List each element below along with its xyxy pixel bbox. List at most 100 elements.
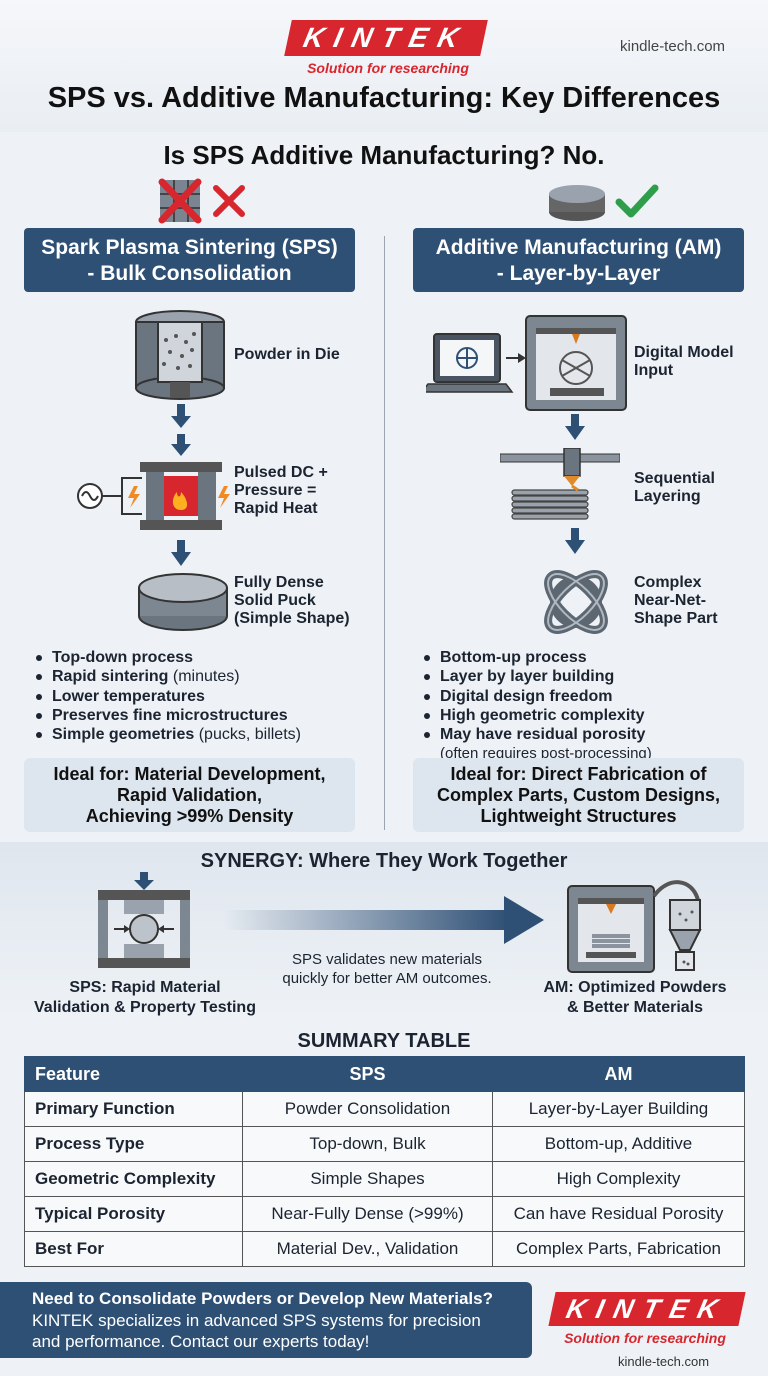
am-step2-line: Sequential (634, 470, 715, 487)
table-title: SUMMARY TABLE (297, 1030, 471, 1052)
sps-step-label: Fully Dense Solid Puck (Simple Shape) (234, 574, 350, 628)
synergy-left-line: Validation & Property Testing (34, 999, 256, 1016)
sps-step2-line: Pressure = (234, 482, 317, 499)
sps-heading-line1: Spark Plasma Sintering (SPS) (41, 236, 338, 259)
synergy-middle-line: quickly for better AM outcomes. (282, 970, 492, 987)
table-cell: Complex Parts, Fabrication (492, 1231, 745, 1267)
table-cell: Typical Porosity (24, 1196, 243, 1232)
sps-bullet-list: Top-down process Rapid sintering (minute… (28, 648, 368, 744)
column-divider (384, 236, 385, 830)
list-item: Lower temperatures (28, 687, 368, 706)
table-cell: Simple Shapes (242, 1161, 493, 1197)
question-heading: Is SPS Additive Manufacturing? No. (163, 140, 605, 170)
table-row: Primary Function Powder Consolidation La… (24, 1091, 745, 1127)
sps-ideal-line: Achieving >99% Density (85, 806, 294, 826)
puck-check-icon (549, 184, 659, 221)
table-cell: Primary Function (24, 1091, 243, 1127)
summary-table: Feature SPS AM Primary Function Powder C… (24, 1056, 745, 1267)
table-row: Geometric Complexity Simple Shapes High … (24, 1161, 745, 1197)
list-item: Simple geometries (pucks, billets) (28, 725, 368, 744)
table-cell: High Complexity (492, 1161, 745, 1197)
am-bullet-note: (often requires post-processing) (440, 745, 652, 762)
down-arrow-icon (171, 540, 191, 566)
table-cell: Can have Residual Porosity (492, 1196, 745, 1232)
sps-step-label: Powder in Die (234, 346, 340, 364)
sps-step2-line: Pulsed DC + (234, 464, 328, 481)
list-item: Top-down process (28, 648, 368, 667)
table-row: Best For Material Dev., Validation Compl… (24, 1231, 745, 1267)
synergy-left-label: SPS: Rapid Material Validation & Propert… (26, 978, 264, 1018)
table-row: Process Type Top-down, Bulk Bottom-up, A… (24, 1126, 745, 1162)
cta-headline: Need to Consolidate Powders or Develop N… (32, 1289, 493, 1308)
table-cell: Bottom-up, Additive (492, 1126, 745, 1162)
am-heading-line1: Additive Manufacturing (AM) (435, 236, 722, 259)
sps-column-heading: Spark Plasma Sintering (SPS) - Bulk Cons… (24, 228, 355, 292)
am-step3-line: Complex (634, 574, 702, 591)
logo-tagline: Solution for researching (307, 60, 469, 76)
am-step1-line: Input (634, 362, 674, 379)
list-item: Digital design freedom (416, 687, 756, 706)
synergy-title: SYNERGY: Where They Work Together (200, 850, 568, 872)
synergy-right-line: & Better Materials (566, 999, 704, 1016)
cta-banner[interactable]: Need to Consolidate Powders or Develop N… (0, 1282, 532, 1358)
table-cell: Top-down, Bulk (242, 1126, 493, 1162)
am-ideal-line: Lightweight Structures (480, 806, 677, 826)
logo-tagline: Solution for researching (564, 1330, 726, 1346)
sps-heading-line2: - Bulk Consolidation (87, 262, 292, 285)
am-step2-line: Layering (634, 488, 701, 505)
table-cell: Powder Consolidation (242, 1091, 493, 1127)
down-arrow-icon (565, 528, 585, 554)
page-title: SPS vs. Additive Manufacturing: Key Diff… (47, 82, 721, 114)
am-bullet-list: Bottom-up process Layer by layer buildin… (416, 648, 756, 744)
list-item: Rapid sintering (minutes) (28, 667, 368, 686)
synergy-left-line: SPS: Rapid Material (69, 979, 221, 996)
powder-die-icon (135, 310, 225, 400)
laptop-printer-icon (426, 315, 627, 411)
am-step3-line: Shape Part (634, 610, 718, 627)
synergy-right-line: AM: Optimized Powders (543, 979, 727, 996)
am-step1-line: Digital Model (634, 344, 734, 361)
synergy-right-label: AM: Optimized Powders & Better Materials (520, 978, 750, 1018)
sps-press-icon (98, 872, 190, 968)
list-item: High geometric complexity (416, 706, 756, 725)
sps-step2-line: Rapid Heat (234, 500, 318, 517)
sps-ideal-line: Rapid Validation, (116, 785, 263, 805)
site-url[interactable]: kindle-tech.com (618, 1354, 710, 1369)
am-ideal-box: Ideal for: Direct Fabrication of Complex… (413, 758, 744, 832)
am-step-label: Sequential Layering (634, 470, 715, 506)
column-header: AM (492, 1056, 745, 1092)
table-cell: Process Type (24, 1126, 243, 1162)
list-item: May have residual porosity (416, 725, 756, 744)
am-step-label: Digital Model Input (634, 344, 734, 380)
table-cell: Layer-by-Layer Building (492, 1091, 745, 1127)
column-header: SPS (242, 1056, 493, 1092)
cta-body-line: and performance. Contact our experts tod… (32, 1332, 370, 1351)
am-step-label: Complex Near-Net- Shape Part (634, 574, 718, 628)
list-item: Preserves fine microstructures (28, 706, 368, 725)
sps-ideal-line: Ideal for: Material Development, (53, 764, 326, 784)
list-item: Layer by layer building (416, 667, 756, 686)
synergy-middle-text: SPS validates new materials quickly for … (262, 950, 512, 988)
down-arrow-icon (171, 404, 191, 456)
sps-step1-line: Powder in Die (234, 346, 340, 363)
table-row: Typical Porosity Near-Fully Dense (>99%)… (24, 1196, 745, 1232)
table-cell: Geometric Complexity (24, 1161, 243, 1197)
table-cell: Best For (24, 1231, 243, 1267)
kintek-logo[interactable]: KINTEK (284, 20, 488, 56)
logo-text: KINTEK (563, 1294, 731, 1324)
sps-step3-line: (Simple Shape) (234, 610, 350, 627)
table-cell: Material Dev., Validation (242, 1231, 493, 1267)
sps-step3-line: Solid Puck (234, 592, 316, 609)
synergy-arrow-icon (224, 896, 544, 944)
logo-text: KINTEK (300, 22, 472, 53)
table-cell: Near-Fully Dense (>99%) (242, 1196, 493, 1232)
sps-step-label: Pulsed DC + Pressure = Rapid Heat (234, 464, 328, 518)
kintek-logo-footer[interactable]: KINTEK (548, 1292, 746, 1326)
sps-step3-line: Fully Dense (234, 574, 324, 591)
solid-puck-icon (138, 573, 228, 631)
column-header: Feature (24, 1056, 243, 1092)
am-printer-powder-icon (567, 880, 702, 973)
site-url[interactable]: kindle-tech.com (620, 38, 726, 55)
am-ideal-line: Ideal for: Direct Fabrication of (450, 764, 707, 784)
am-step3-line: Near-Net- (634, 592, 707, 609)
